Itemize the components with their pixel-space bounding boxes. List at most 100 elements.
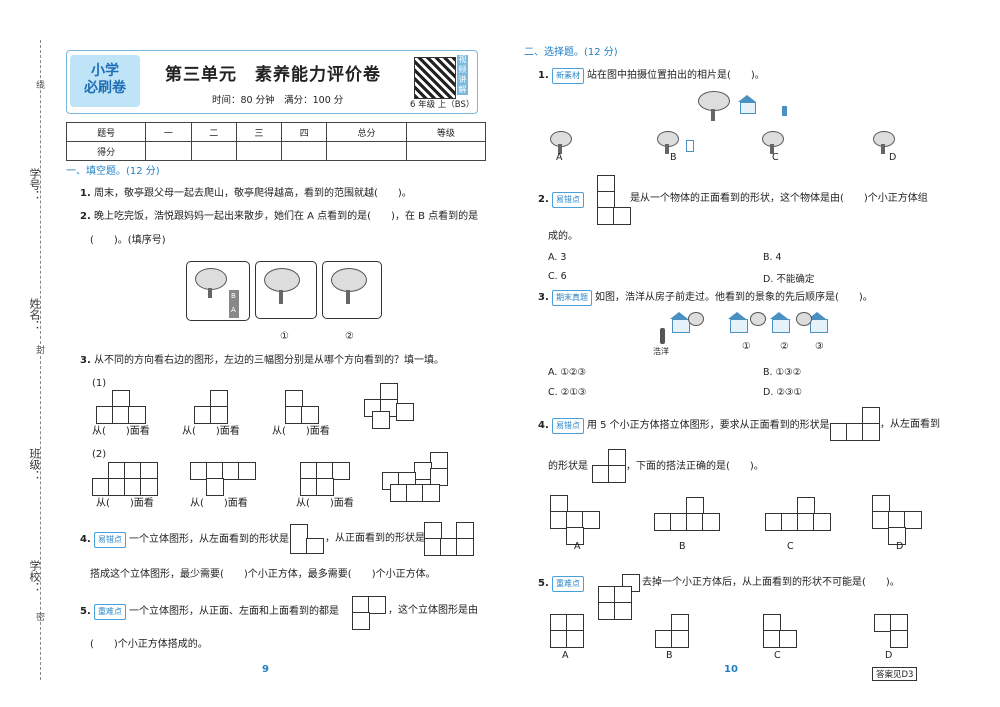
score-cell[interactable] bbox=[281, 141, 328, 161]
score-cell[interactable] bbox=[326, 141, 407, 161]
c4-text-2: ，从左面看到 bbox=[880, 419, 940, 430]
left-view-shape-part bbox=[306, 538, 324, 554]
c2-line-2: 成的。 bbox=[548, 231, 578, 242]
view-caption: 从( )面看 bbox=[190, 498, 248, 509]
choice-4: 4. 易错点用 5 个小正方体搭立体图形，要求从正面看到的形状是 bbox=[538, 418, 830, 434]
question-2: 2. 晚上吃完饭，浩悦跟妈妈一起出来散步，她们在 A 点看到的是( )，在 B … bbox=[80, 211, 479, 222]
c4-line-2b: ，下面的搭法正确的是( )。 bbox=[626, 461, 764, 472]
option-b[interactable]: B bbox=[670, 152, 677, 163]
page-number-left: 9 bbox=[262, 664, 269, 675]
option-d[interactable]: D bbox=[885, 650, 893, 661]
view-caption: 从( )面看 bbox=[182, 426, 240, 437]
page-number-right: 10 bbox=[724, 664, 738, 675]
view-caption: 从( )面看 bbox=[92, 426, 150, 437]
option-c[interactable]: C bbox=[772, 152, 779, 163]
side-mark-seal: 封 bbox=[34, 345, 44, 354]
q5-line-2: ( )个小正方体搭成的。 bbox=[90, 639, 208, 650]
option-d[interactable]: D bbox=[889, 152, 897, 163]
question-5: 5. 重难点一个立体图形，从正面、左面和上面看到的都是 bbox=[80, 604, 339, 620]
option-d[interactable]: D. ②③① bbox=[763, 387, 802, 398]
view-caption: 从( )面看 bbox=[296, 498, 354, 509]
option-a[interactable]: A bbox=[562, 650, 569, 661]
video-explain-tag: 视频讲解 bbox=[457, 55, 468, 95]
section-fill-title: 一、填空题。(12 分) bbox=[66, 166, 160, 177]
option-b[interactable]: B. 4 bbox=[763, 252, 782, 263]
option-b[interactable]: B. ①③② bbox=[763, 367, 802, 378]
side-mark-line: 线 bbox=[34, 80, 44, 89]
option-b[interactable]: B bbox=[666, 650, 673, 661]
table-header-cell: 总分 bbox=[326, 122, 407, 142]
option-d[interactable]: D. 不能确定 bbox=[763, 274, 815, 285]
final-exam-tag: 期末真题 bbox=[551, 290, 592, 306]
option-c[interactable]: C bbox=[774, 650, 781, 661]
error-prone-tag: 易错点 bbox=[551, 192, 584, 208]
c5-text: 去掉一个小正方体后，从上面看到的形状不可能是( )。 bbox=[642, 577, 900, 588]
score-cell[interactable] bbox=[405, 141, 487, 161]
answer-reference: 答案见D3 bbox=[872, 667, 918, 681]
table-header-cell: 题号 bbox=[65, 122, 147, 142]
page-title: 第三单元 素养能力评价卷 bbox=[165, 65, 381, 85]
score-cell[interactable] bbox=[235, 141, 283, 161]
view-label-1: ① bbox=[742, 341, 751, 352]
question-4: 4. 易错点一个立体图形，从左面看到的形状是 bbox=[80, 532, 289, 548]
brand-logo: 小学必刷卷 bbox=[70, 55, 140, 107]
question-1: 1. 周末，敬亭跟父母一起去爬山，敬亭爬得越高，看到的范围就越( )。 bbox=[80, 188, 412, 199]
question-2-line2: ( )。(填序号) bbox=[90, 235, 166, 246]
view-caption: 从( )面看 bbox=[272, 426, 330, 437]
option-a[interactable]: A. 3 bbox=[548, 252, 567, 263]
q4-text-2: ，从正面看到的形状是 bbox=[325, 533, 425, 544]
score-cell[interactable] bbox=[190, 141, 237, 161]
class-label: 班级： bbox=[28, 448, 41, 481]
table-header-cell: 二 bbox=[190, 122, 237, 142]
header-box bbox=[66, 50, 478, 114]
error-prone-tag: 易错点 bbox=[551, 418, 584, 434]
score-table: 题号 一 二 三 四 总分 等级 得分 bbox=[65, 122, 487, 161]
view-caption: 从( )面看 bbox=[96, 498, 154, 509]
choice-2: 2. 易错点 bbox=[538, 192, 587, 208]
qr-code-icon[interactable] bbox=[414, 57, 456, 99]
table-header-cell: 四 bbox=[281, 122, 328, 142]
table-header-cell: 三 bbox=[235, 122, 283, 142]
c4-line-2a: 的形状是 bbox=[548, 461, 588, 472]
table-header-cell: 等级 bbox=[405, 122, 487, 142]
section-choice-title: 二、选择题。(12 分) bbox=[524, 47, 618, 58]
option-c[interactable]: C. ②①③ bbox=[548, 387, 587, 398]
option-label-1: ① bbox=[280, 331, 289, 342]
view-label-3: ③ bbox=[815, 341, 824, 352]
score-cell[interactable] bbox=[145, 141, 192, 161]
question-3: 3. 从不同的方向看右边的图形，左边的三幅图分别是从哪个方向看到的？填一填。 bbox=[80, 355, 444, 366]
school-label: 学校： bbox=[28, 560, 41, 593]
exam-info: 时间：80 分钟 满分：100 分 bbox=[212, 95, 344, 106]
name-label: 姓名： bbox=[28, 298, 41, 331]
person-name: 浩洋 bbox=[653, 347, 669, 356]
option-a[interactable]: A bbox=[556, 152, 563, 163]
q3-part-1: (1) bbox=[92, 378, 107, 389]
key-difficulty-tag: 重难点 bbox=[93, 604, 126, 620]
option-b[interactable]: B bbox=[679, 541, 686, 552]
option-c[interactable]: C. 6 bbox=[548, 271, 567, 282]
q4-line-2: 搭成这个立体图形，最少需要( )个小正方体，最多需要( )个小正方体。 bbox=[90, 569, 436, 580]
q5-text-2: ，这个立体图形是由 bbox=[388, 605, 478, 616]
option-c[interactable]: C bbox=[787, 541, 794, 552]
grade-label: 6 年级 上（BS） bbox=[410, 100, 475, 110]
choice-3: 3. 期末真题如图，浩洋从房子前走过。他看到的景象的先后顺序是( )。 bbox=[538, 290, 873, 306]
view-label-2: ② bbox=[780, 341, 789, 352]
option-label-2: ② bbox=[345, 331, 354, 342]
option-a[interactable]: A. ①②③ bbox=[548, 367, 586, 378]
c2-text: 是从一个物体的正面看到的形状，这个物体是由( )个小正方体组 bbox=[630, 193, 928, 204]
score-row-label: 得分 bbox=[65, 141, 147, 161]
scene-option-1 bbox=[255, 261, 317, 319]
new-material-tag: 新素材 bbox=[551, 68, 584, 84]
option-a[interactable]: A bbox=[574, 541, 581, 552]
q3-part-2: (2) bbox=[92, 449, 107, 460]
student-number-label: 学号： bbox=[28, 168, 41, 201]
scene-option-2 bbox=[322, 261, 382, 319]
side-mark-secret: 密 bbox=[34, 612, 44, 621]
choice-5: 5. 重难点 bbox=[538, 576, 587, 592]
binding-line bbox=[40, 40, 41, 680]
option-d[interactable]: D bbox=[896, 541, 904, 552]
key-difficulty-tag: 重难点 bbox=[551, 576, 584, 592]
table-header-cell: 一 bbox=[145, 122, 192, 142]
choice-1: 1. 新素材站在图中拍摄位置拍出的相片是( )。 bbox=[538, 68, 765, 84]
error-prone-tag: 易错点 bbox=[93, 532, 126, 548]
